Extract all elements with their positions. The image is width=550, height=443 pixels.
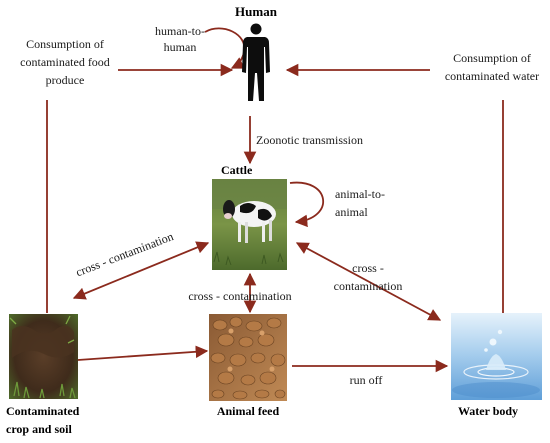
- water-body-node: Water body: [451, 313, 542, 418]
- cross-center-label: cross - contamination: [188, 289, 291, 303]
- animal-feed-label: Animal feed: [217, 404, 280, 418]
- human-to-human-line-2: human: [164, 40, 197, 54]
- zoonotic-label: Zoonotic transmission: [256, 133, 363, 147]
- crop-soil-node: Contaminated crop and soil: [6, 314, 80, 436]
- run-off-label: run off: [350, 373, 383, 387]
- cross-right-line-2: contamination: [334, 279, 403, 293]
- water-body-label: Water body: [458, 404, 518, 418]
- arrow-human-loop: [204, 27, 246, 69]
- human-label: Human: [235, 4, 278, 19]
- cross-left-label: cross - contamination: [74, 229, 175, 279]
- food-produce-line-3: produce: [46, 73, 85, 87]
- soil-photo: [9, 314, 78, 399]
- animal-to-animal-line-2: animal: [335, 205, 368, 219]
- crop-soil-label-1: Contaminated: [6, 404, 80, 418]
- animal-to-animal-line-1: animal-to-: [335, 187, 385, 201]
- arrow-crop-to-feed: [77, 345, 209, 361]
- feed-pellets-photo: [209, 314, 287, 401]
- arrow-cross-right: [295, 242, 442, 321]
- arrow-cattle-loop: [289, 181, 325, 228]
- water-drop-photo: [451, 313, 542, 400]
- human-node: Human: [235, 4, 278, 101]
- human-silhouette-icon: [242, 23, 270, 101]
- cattle-label: Cattle: [221, 163, 253, 177]
- arrow-cross-left: [72, 241, 210, 300]
- contaminated-water-line-1: Consumption of: [453, 51, 531, 65]
- cross-right-line-1: cross -: [352, 261, 384, 275]
- human-to-human-line-1: human-to-: [155, 24, 205, 38]
- food-produce-line-1: Consumption of: [26, 37, 104, 51]
- food-produce-line-2: contaminated food: [20, 55, 110, 69]
- cattle-node: Cattle: [212, 163, 287, 270]
- animal-feed-node: Animal feed: [209, 314, 287, 418]
- cow-photo: [212, 179, 287, 270]
- contaminated-water-line-2: contaminated water: [445, 69, 539, 83]
- crop-soil-label-2: crop and soil: [6, 422, 72, 436]
